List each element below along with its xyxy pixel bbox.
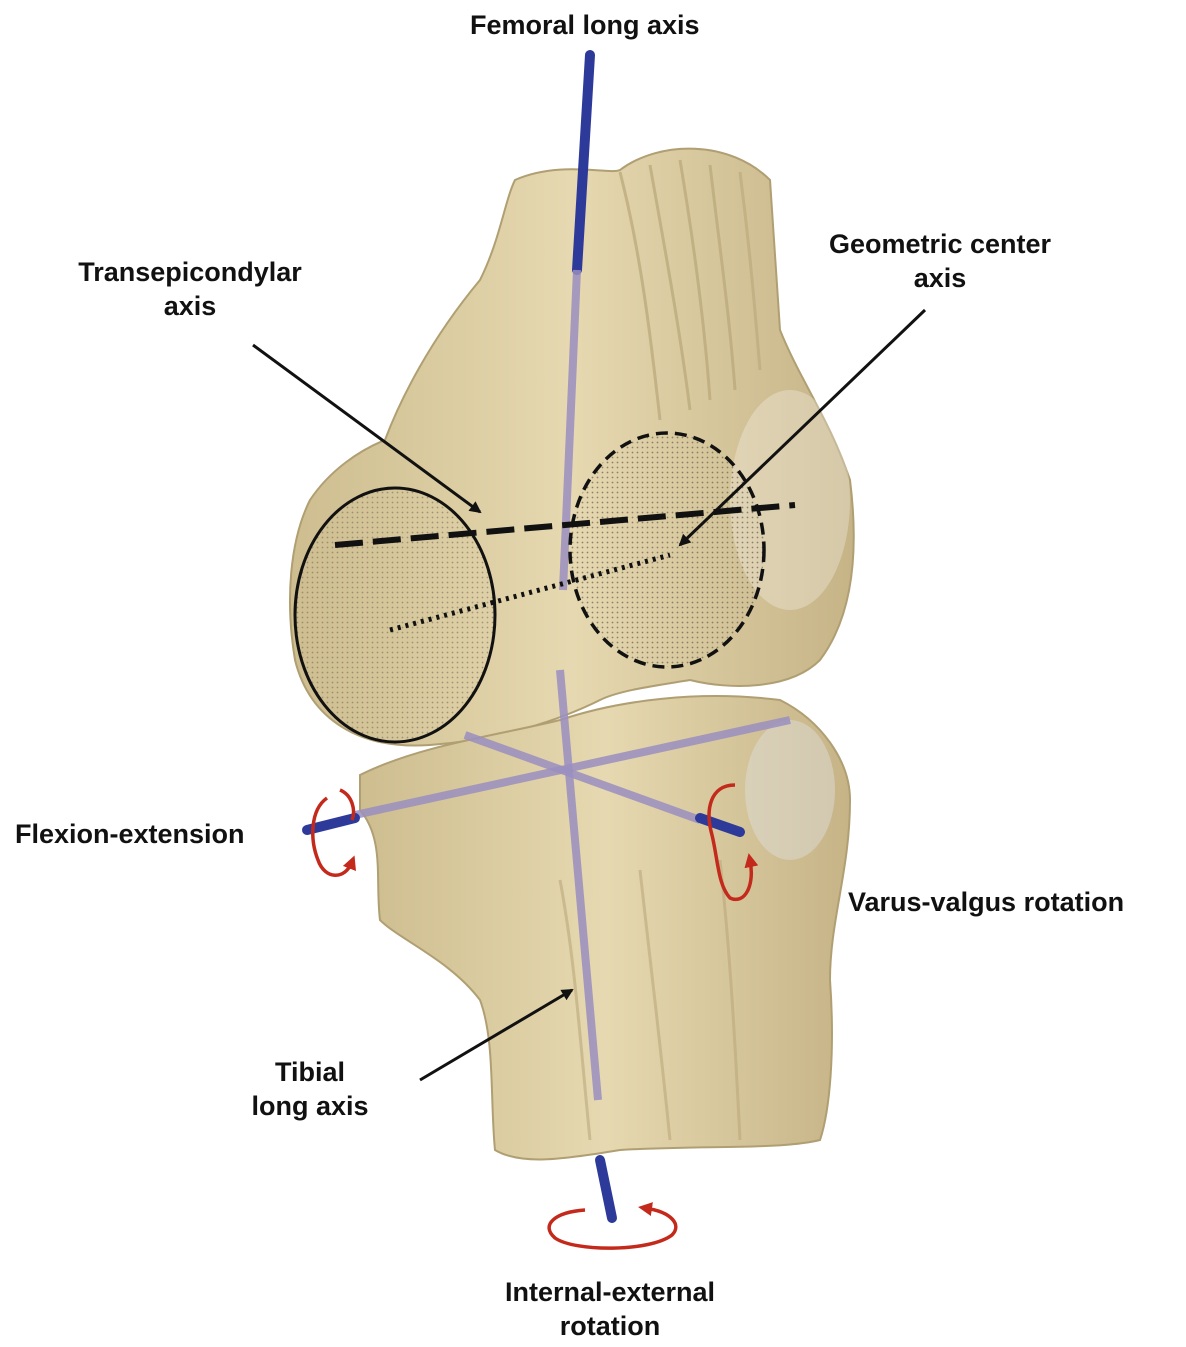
lateral-condyle-circle bbox=[295, 488, 495, 742]
transepicondylar-axis-label-line2: axis bbox=[55, 289, 325, 323]
geometric-center-axis-label-line2: axis bbox=[800, 261, 1080, 295]
internal-external-rotation-label-line2: rotation bbox=[470, 1309, 750, 1343]
transepicondylar-axis-label-line1: Transepicondylar bbox=[55, 255, 325, 289]
tibia-bone bbox=[360, 696, 850, 1159]
flexion-extension-rotation-icon bbox=[313, 790, 354, 875]
geometric-center-axis-label-line1: Geometric center bbox=[800, 227, 1080, 261]
transepicondylar-axis-label: Transepicondylar axis bbox=[55, 255, 325, 323]
tibial-long-axis-tip bbox=[600, 1160, 612, 1218]
tibial-long-axis-label: Tibial long axis bbox=[225, 1055, 395, 1123]
geometric-center-axis-label: Geometric center axis bbox=[800, 227, 1080, 295]
internal-external-rotation-label-line1: Internal-external bbox=[470, 1275, 750, 1309]
medial-condyle-circle bbox=[570, 433, 764, 667]
varus-valgus-rotation-label: Varus-valgus rotation bbox=[848, 885, 1124, 919]
tibial-long-axis-label-line1: Tibial bbox=[225, 1055, 395, 1089]
flexion-extension-label: Flexion-extension bbox=[15, 817, 245, 851]
tibial-long-axis-label-line2: long axis bbox=[225, 1089, 395, 1123]
femoral-long-axis-label: Femoral long axis bbox=[470, 8, 700, 42]
internal-external-rotation-label: Internal-external rotation bbox=[470, 1275, 750, 1343]
